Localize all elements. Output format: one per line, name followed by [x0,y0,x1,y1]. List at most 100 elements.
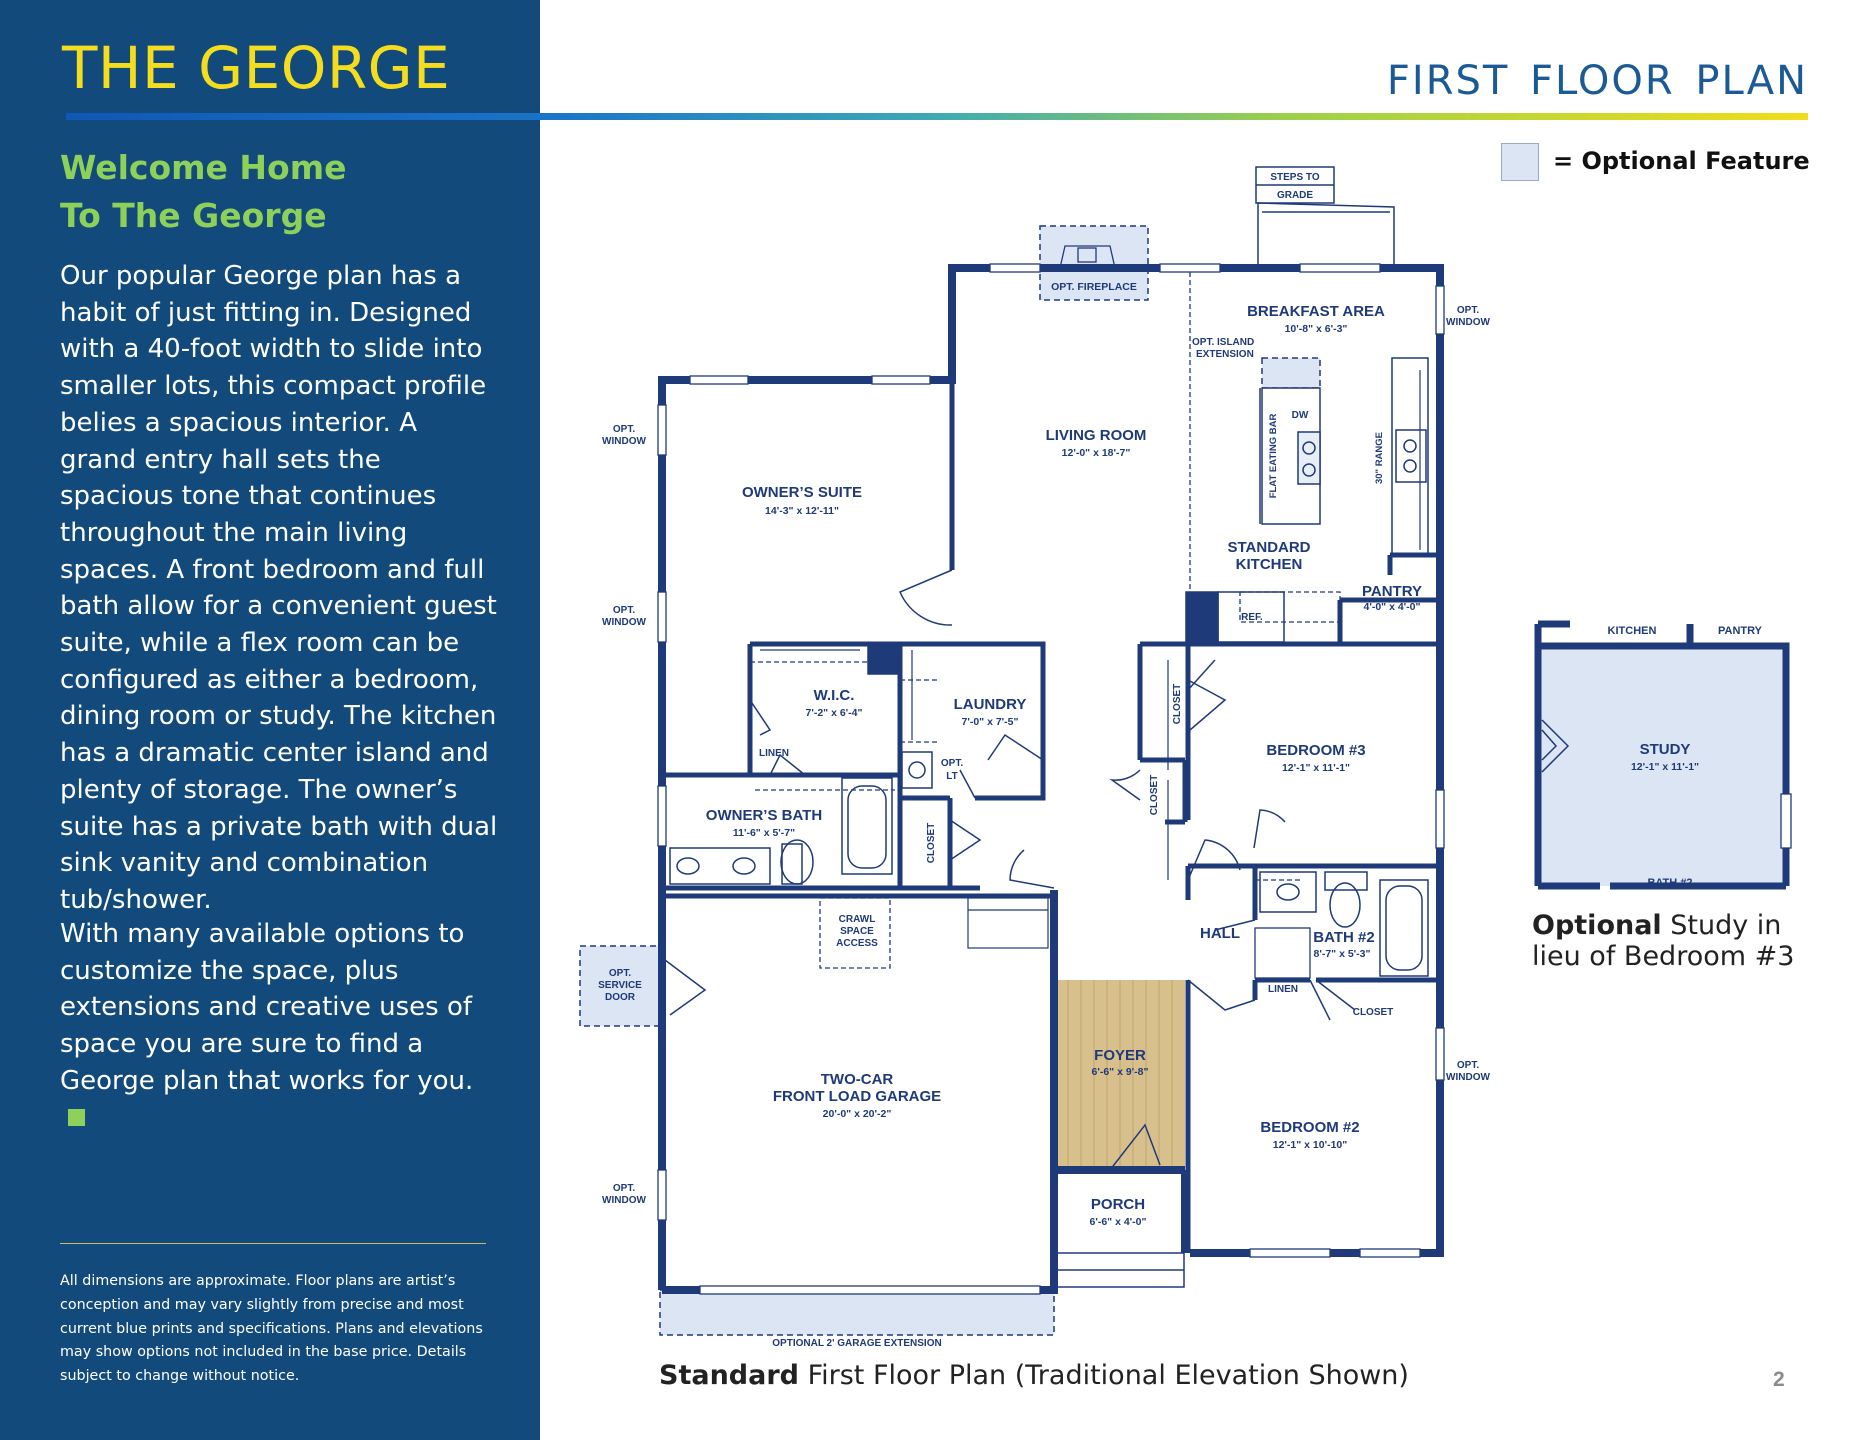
opt-window-5-b: WINDOW [1446,1072,1490,1083]
opt-window-5-a: OPT. [1457,1060,1479,1071]
opt-window-1-a: OPT. [613,424,635,435]
porch-dim: 6'-6" x 4'-0" [1090,1216,1147,1228]
bedroom2-dim: 12'-1" x 10'-10" [1273,1139,1348,1151]
closet-label-3: CLOSET [926,823,937,864]
opt-window-2-b: WINDOW [602,617,646,628]
bath2-dim: 8'-7" x 5'-3" [1314,948,1371,960]
service-door-area [579,945,666,1027]
bath-fixtures [669,751,1429,977]
sidebar-panel: THE GEORGE Welcome Home To The George Ou… [0,0,540,1440]
linen-label-1: LINEN [759,748,789,759]
foyer-dim: 6'-6" x 9'-8" [1092,1066,1149,1078]
room-labels: OWNER’S SUITE 14'-3" x 12'-11" LIVING RO… [706,303,1422,1228]
garage-steps [967,897,1049,949]
kitchen-label-2: KITCHEN [1236,556,1303,573]
foyer-wood-grain [1067,980,1173,1170]
pantry-dim: 4'-0" x 4'-0" [1364,601,1421,613]
foyer-name: FOYER [1094,1047,1146,1064]
alt-pantry-label: PANTRY [1718,625,1763,637]
pantry-name: PANTRY [1362,583,1422,600]
service-door-label-1: OPT. [609,968,631,979]
island-extension-area [1261,357,1321,389]
bedroom3-dim: 12'-1" x 11'-1" [1282,762,1350,774]
bath2-name: BATH #2 [1313,929,1374,946]
optional-caption-line2: lieu of Bedroom #3 [1532,941,1795,972]
porch-name: PORCH [1091,1196,1145,1213]
optional-caption-bold: Optional [1532,910,1662,941]
steps-label-1: STEPS TO [1270,172,1319,183]
disclaimer-divider [60,1243,486,1244]
living-room-name: LIVING ROOM [1046,427,1147,444]
crawl-label-2: SPACE [840,926,874,937]
living-room-dim: 12'-0" x 18'-7" [1062,447,1131,459]
eating-bar-label: FLAT EATING BAR [1268,414,1279,499]
plan-annotations: OPT. FIREPLACE STEPS TO GRADE OPT. WINDO… [598,172,1490,1349]
optional-caption-rest: Study in [1661,910,1782,941]
page-number: 2 [1773,1368,1785,1391]
study-floor [1540,646,1784,886]
dw-label: DW [1292,410,1309,421]
garage-extension-area [659,1289,1055,1336]
disclaimer-text: All dimensions are approximate. Floor pl… [60,1273,483,1385]
breakfast-area-name: BREAKFAST AREA [1247,303,1385,320]
shelves [760,370,1421,880]
steps-to-grade [1255,166,1395,268]
ref-label: REF. [1241,612,1263,623]
optional-feature-swatch [1501,143,1539,181]
steps-label-2: GRADE [1277,190,1313,201]
opt-lt-label-1: OPT. [941,758,963,769]
owners-suite-name: OWNER’S SUITE [742,484,862,501]
garage-extension-label: OPTIONAL 2' GARAGE EXTENSION [772,1338,941,1349]
opt-fireplace-label: OPT. FIREPLACE [1051,281,1137,293]
study-name: STUDY [1640,741,1691,758]
crawl-label-1: CRAWL [839,914,876,925]
porch-steps [1053,1252,1185,1288]
garage-label-1: TWO-CAR [821,1071,894,1088]
optional-study-plan: KITCHEN PANTRY STUDY 12'-1" x 11'-1" BAT… [1534,620,1792,890]
closet-label-1: CLOSET [1172,684,1183,725]
service-door-label-2: SERVICE [598,980,642,991]
standard-caption-rest: First Floor Plan (Traditional Elevation … [798,1360,1409,1391]
closet-label-2: CLOSET [1149,775,1160,816]
garage-label-2: FRONT LOAD GARAGE [773,1088,941,1105]
wic-dim: 7'-2" x 6'-4" [806,707,863,719]
linen-label-2: LINEN [1268,984,1298,995]
owners-bath-name: OWNER’S BATH [706,807,822,824]
windows [657,263,1445,1295]
laundry-dim: 7'-0" x 7'-5" [962,716,1019,728]
interior-walls [662,380,1440,1253]
opt-window-3-a: OPT. [613,1183,635,1194]
owners-bath-dim: 11'-6" x 5'-7" [733,827,795,839]
opt-window-1-b: WINDOW [602,436,646,447]
breakfast-area-dim: 10'-8" x 6'-3" [1285,323,1348,335]
legend-label: = Optional Feature [1553,147,1810,175]
island-label-1: OPT. ISLAND [1192,337,1254,348]
alt-kitchen-label: KITCHEN [1608,625,1657,637]
crawl-label-3: ACCESS [836,938,878,949]
fireplace-icon [1059,245,1116,269]
options-paragraph-text: With many available options to customize… [60,919,474,1096]
opt-window-2-a: OPT. [613,605,635,616]
opt-window-4-b: WINDOW [1446,317,1490,328]
optional-areas [579,225,1321,1336]
bedroom3-name: BEDROOM #3 [1266,742,1365,759]
doors [664,569,1356,1171]
options-paragraph: With many available options to customize… [60,916,490,1136]
opt-fireplace-area [1039,225,1149,301]
service-door-label-3: DOOR [605,992,636,1003]
welcome-heading-line-2: To The George [60,196,327,235]
range-label: 30" RANGE [1374,432,1385,484]
opt-window-3-b: WINDOW [602,1195,646,1206]
study-dim: 12'-1" x 11'-1" [1631,761,1699,773]
kitchen-label-1: STANDARD [1227,539,1310,556]
opt-window-4-a: OPT. [1457,305,1479,316]
gradient-divider [66,113,1808,120]
kitchen-fixtures [867,357,1429,675]
owners-suite-dim: 14'-3" x 12'-11" [765,505,839,517]
page-heading: FIRST FLOOR PLAN [1386,58,1808,104]
island-label-2: EXTENSION [1196,349,1254,360]
wic-name: W.I.C. [814,687,855,704]
standard-caption-bold: Standard [659,1360,799,1391]
